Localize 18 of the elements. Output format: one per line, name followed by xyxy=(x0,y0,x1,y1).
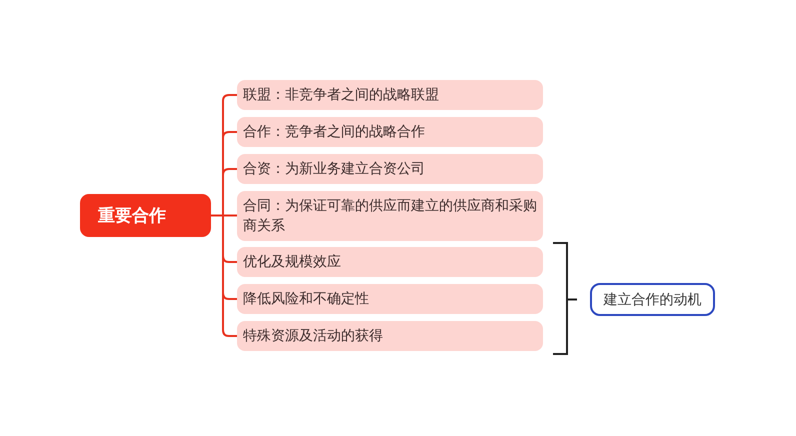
topic-label: 合资：为新业务建立合资公司 xyxy=(243,160,425,179)
summary-topic xyxy=(590,283,715,316)
topic-label: 特殊资源及活动的获得 xyxy=(243,327,383,346)
subtopic-card xyxy=(237,247,543,277)
subtopic-card xyxy=(237,80,543,110)
subtopic-card xyxy=(237,321,543,351)
topic-label: 联盟：非竞争者之间的战略联盟 xyxy=(243,86,439,105)
topic-label: 合作：竞争者之间的战略合作 xyxy=(243,123,425,142)
subtopic-card xyxy=(237,284,543,314)
topic-label: 重要合作 xyxy=(98,205,166,227)
topic-label: 降低风险和不确定性 xyxy=(243,290,369,309)
topic-label: 优化及规模效应 xyxy=(243,253,341,272)
subtopic-card xyxy=(237,154,543,184)
topic-label: 合同：为保证可靠的供应而建立的供应商和采购商关系 xyxy=(243,197,538,236)
topic-label: 建立合作的动机 xyxy=(604,290,702,308)
subtopic-card xyxy=(237,117,543,147)
central-topic xyxy=(80,194,211,237)
subtopic-card xyxy=(237,191,543,241)
